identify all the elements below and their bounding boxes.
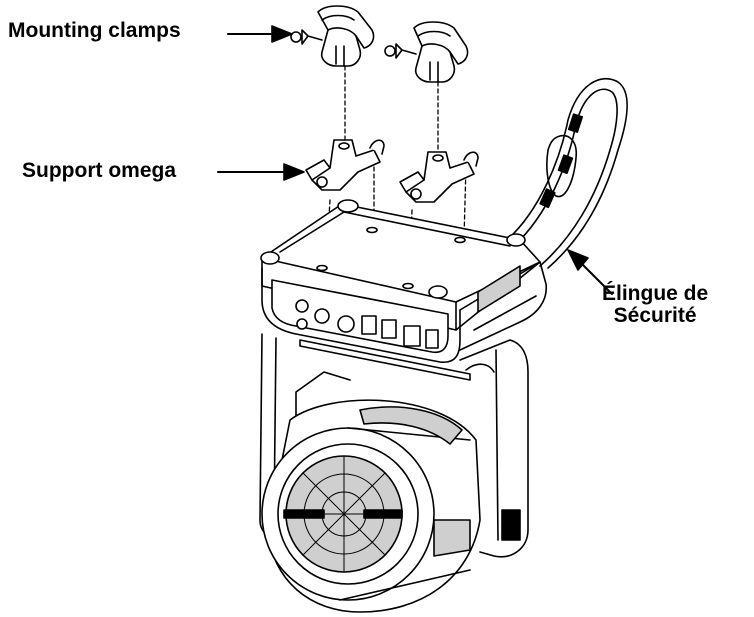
- mounting-clamps-label: Mounting clamps: [8, 19, 181, 42]
- mounting-clamp-right: [384, 21, 469, 83]
- safety-cable: [506, 77, 628, 269]
- yoke: [259, 333, 529, 558]
- mounting-clamp-left: [290, 5, 375, 67]
- omega-bracket-left: [305, 139, 385, 191]
- label-arrows: [217, 25, 613, 295]
- safety-cable-label: Élingue de Sécurité: [602, 283, 708, 327]
- support-omega-label: Support omega: [22, 159, 177, 182]
- omega-bracket-right: [399, 151, 479, 203]
- base-housing: [260, 199, 547, 364]
- head: [261, 399, 481, 613]
- safety-cable-label-line2: Sécurité: [613, 304, 697, 327]
- safety-cable-label-line1: Élingue de: [602, 282, 709, 305]
